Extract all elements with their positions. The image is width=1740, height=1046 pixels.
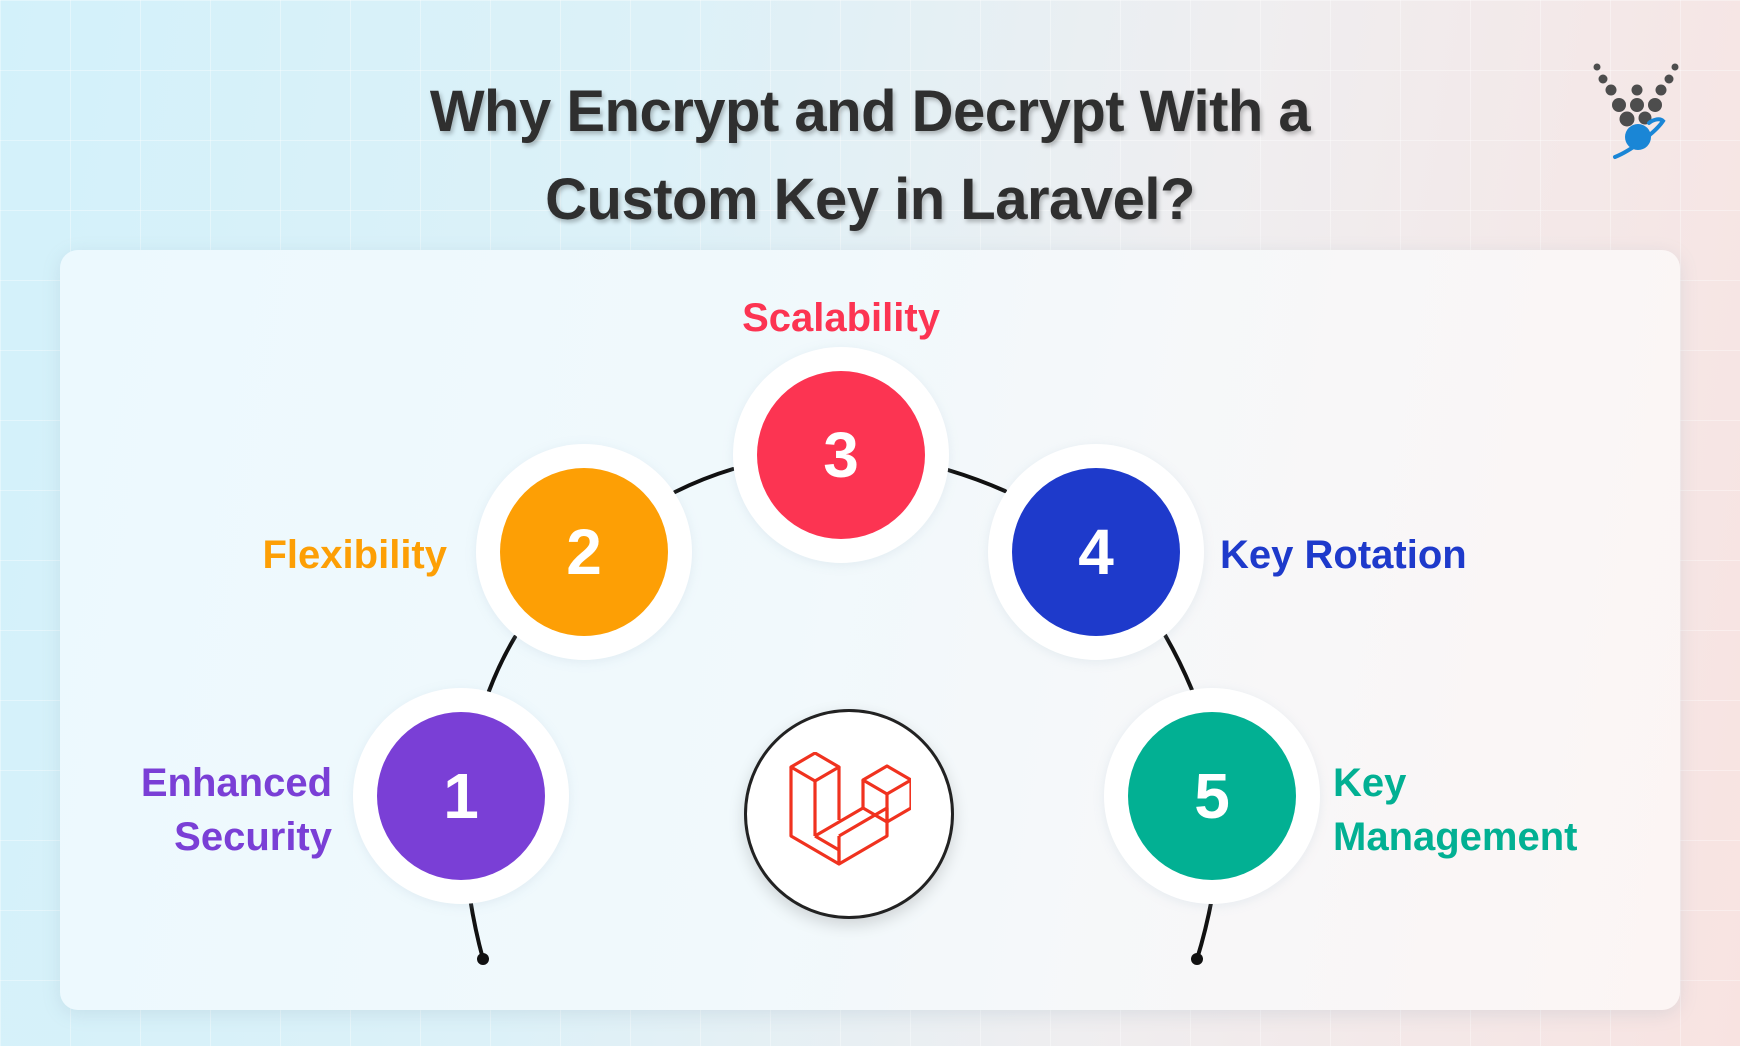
brand-logo-icon: [1593, 63, 1679, 159]
step-3-circle: 3: [757, 371, 925, 539]
step-3-label: Scalability: [742, 296, 940, 340]
step-2-circle: 2: [500, 468, 668, 636]
step-1-circle: 1: [377, 712, 545, 880]
step-4-circle: 4: [1012, 468, 1180, 636]
step-1-label: Enhanced Security: [140, 761, 332, 859]
step-5-number: 5: [1194, 760, 1230, 832]
title-line-2: Custom Key in Laravel?: [545, 167, 1195, 232]
step-4-number: 4: [1078, 516, 1114, 588]
step-2-label: Flexibility: [262, 533, 448, 577]
step-5-label: Key Management: [1333, 761, 1578, 859]
laravel-logo-icon: [789, 752, 911, 866]
step-3-number: 3: [823, 419, 859, 491]
page-title: Why Encrypt and Decrypt With a Custom Ke…: [0, 68, 1740, 244]
title-line-1: Why Encrypt and Decrypt With a: [429, 79, 1311, 144]
step-4-label: Key Rotation: [1220, 533, 1467, 577]
step-5-circle: 5: [1128, 712, 1296, 880]
laravel-badge: [744, 709, 954, 919]
step-1-number: 1: [443, 760, 479, 832]
step-2-number: 2: [566, 516, 602, 588]
